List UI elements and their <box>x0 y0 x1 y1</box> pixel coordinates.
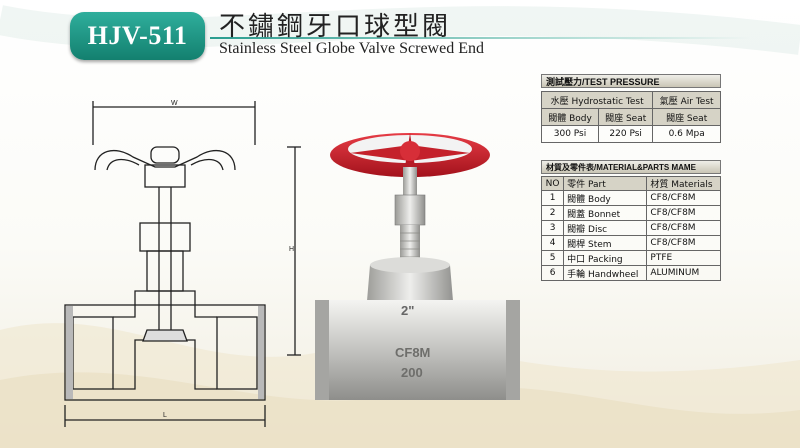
body-header: 閥體 Body <box>540 108 600 126</box>
row-no: 2 <box>540 205 565 221</box>
row-no: 5 <box>540 250 565 266</box>
row-part: 手輪 Handwheel <box>563 265 648 281</box>
table-row: 3 閥瓣 Disc CF8/CF8M <box>540 220 721 236</box>
air-test-header: 氣壓 Air Test <box>652 91 721 109</box>
row-material: CF8/CF8M <box>646 205 721 221</box>
row-material: ALUMINUM <box>646 265 721 281</box>
table-row: 5 中口 Packing PTFE <box>540 250 721 266</box>
pressure-marking: 200 <box>401 365 423 380</box>
table-row: 1 閥體 Body CF8/CF8M <box>540 190 721 206</box>
seat-pressure-value: 220 Psi <box>598 125 654 143</box>
dimension-label-h: H <box>289 246 294 253</box>
table-row: 2 閥蓋 Bonnet CF8/CF8M <box>540 205 721 221</box>
title-underline <box>210 37 750 39</box>
test-pressure-heading-text: 測試壓力/TEST PRESSURE <box>546 76 660 87</box>
col-no-header: NO <box>540 176 565 191</box>
air-pressure-value: 0.6 Mpa <box>652 125 721 143</box>
row-material: CF8/CF8M <box>646 220 721 236</box>
row-part: 閥蓋 Bonnet <box>563 205 648 221</box>
product-title-chinese: 不鏽鋼牙口球型閥 <box>219 12 452 42</box>
row-part: 閥體 Body <box>563 190 648 206</box>
row-no: 1 <box>540 190 565 206</box>
air-seat-header: 閥座 Seat <box>652 108 721 126</box>
col-material-header: 材質 Materials <box>646 176 721 191</box>
hydrostatic-test-header: 水壓 Hydrostatic Test <box>540 91 654 109</box>
materials-heading-text: 材質及零件表/MATERIAL&PARTS MAME <box>546 162 696 172</box>
materials-heading: 材質及零件表/MATERIAL&PARTS MAME <box>541 160 721 174</box>
red-handwheel <box>330 133 490 177</box>
col-part-header: 零件 Part <box>563 176 648 191</box>
row-material: CF8/CF8M <box>646 190 721 206</box>
row-material: CF8/CF8M <box>646 235 721 251</box>
body-pressure-value: 300 Psi <box>540 125 600 143</box>
test-pressure-table: 水壓 Hydrostatic Test 氣壓 Air Test 閥體 Body … <box>540 91 721 143</box>
row-no: 4 <box>540 235 565 251</box>
model-badge: HJV-511 <box>70 12 205 60</box>
row-part: 閥瓣 Disc <box>563 220 648 236</box>
row-part: 中口 Packing <box>563 250 648 266</box>
size-marking: 2" <box>401 303 414 318</box>
test-pressure-heading: 測試壓力/TEST PRESSURE <box>541 74 721 88</box>
valve-product-photo: 2" CF8M 200 <box>315 133 520 400</box>
row-material: PTFE <box>646 250 721 266</box>
seat-header: 閥座 Seat <box>598 108 654 126</box>
material-marking: CF8M <box>395 345 430 360</box>
row-no: 6 <box>540 265 565 281</box>
row-part: 閥桿 Stem <box>563 235 648 251</box>
row-no: 3 <box>540 220 565 236</box>
table-row: 4 閥桿 Stem CF8/CF8M <box>540 235 721 251</box>
materials-table: NO 零件 Part 材質 Materials 1 閥體 Body CF8/CF… <box>540 176 721 281</box>
dimension-label-w: W <box>171 100 178 107</box>
valve-technical-drawing: W H L <box>64 100 301 427</box>
dimension-label-l: L <box>163 412 167 419</box>
table-row: 6 手輪 Handwheel ALUMINUM <box>540 265 721 281</box>
model-number: HJV-511 <box>87 21 188 50</box>
product-title-english: Stainless Steel Globe Valve Screwed End <box>219 40 484 57</box>
